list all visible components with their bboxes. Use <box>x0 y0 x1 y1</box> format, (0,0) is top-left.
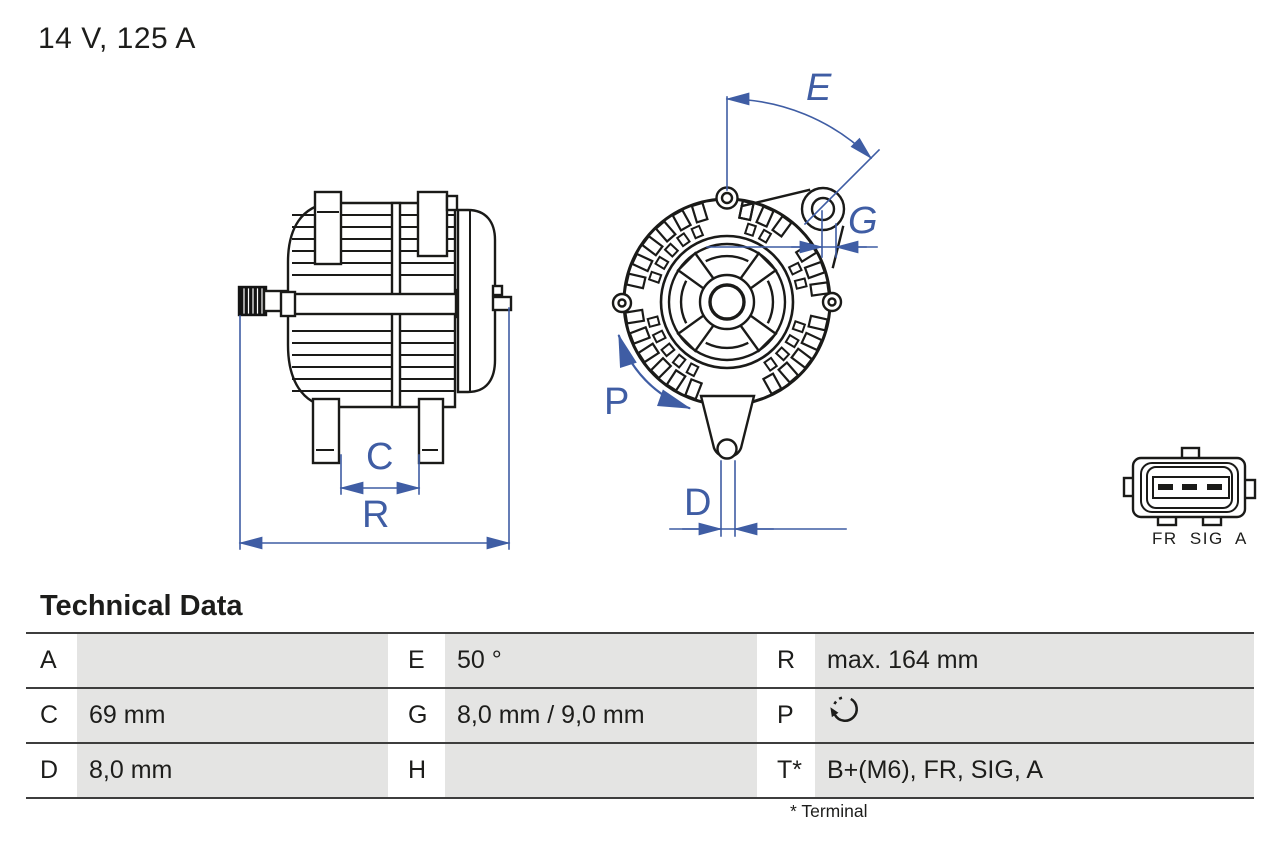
dim-label-d: D <box>684 482 711 524</box>
connector-pins <box>1158 484 1222 490</box>
table-row: A E 50 ° R max. 164 mm <box>26 632 1254 687</box>
cooling-fins <box>292 214 456 392</box>
table-row: C 69 mm G 8,0 mm / 9,0 mm P <box>26 687 1254 742</box>
rear-cover <box>456 208 513 394</box>
param-value-d: 8,0 mm <box>77 744 388 797</box>
dim-label-p: P <box>604 381 629 423</box>
shaft-thread <box>237 285 268 317</box>
dimension-e-lines <box>725 92 881 226</box>
alternator-front-view <box>611 186 846 460</box>
inner-ring-outer <box>659 234 795 370</box>
param-label-d: D <box>26 744 77 797</box>
param-value-g: 8,0 mm / 9,0 mm <box>445 689 757 742</box>
dim-label-e: E <box>806 67 832 109</box>
top-mounting-lugs <box>313 190 459 266</box>
through-bolt <box>279 288 474 319</box>
fan-arcs <box>679 254 775 350</box>
inner-ring-inner <box>667 242 787 362</box>
param-value-t: B+(M6), FR, SIG, A <box>815 744 1254 797</box>
connector-diagram <box>1122 446 1257 527</box>
param-label-r: R <box>757 634 815 687</box>
param-label-h: H <box>388 744 445 797</box>
rotation-clockwise-icon <box>830 696 858 722</box>
technical-drawing: C R <box>237 67 1257 550</box>
bottom-lug <box>699 394 756 460</box>
param-value-r: max. 164 mm <box>815 634 1254 687</box>
param-value-e: 50 ° <box>445 634 757 687</box>
bottom-mounting-lugs <box>311 397 445 465</box>
param-value-c: 69 mm <box>77 689 388 742</box>
param-label-a: A <box>26 634 77 687</box>
connector-pinout-label: FR SIG A <box>1152 529 1248 548</box>
dim-label-c: C <box>366 436 393 478</box>
alternator-side-view <box>237 190 513 465</box>
param-label-g: G <box>388 689 445 742</box>
dim-label-r: R <box>362 494 389 536</box>
param-label-p: P <box>757 689 815 742</box>
terminal-footnote: * Terminal <box>790 801 868 821</box>
param-value-p <box>815 689 1254 742</box>
dim-label-g: G <box>848 200 878 242</box>
param-label-t: T* <box>757 744 815 797</box>
table-row: D 8,0 mm H T* B+(M6), FR, SIG, A <box>26 742 1254 797</box>
dimension-r-lines <box>238 307 511 550</box>
param-value-h <box>445 744 757 797</box>
shaft-hole <box>708 283 746 321</box>
param-label-c: C <box>26 689 77 742</box>
technical-data-table: A E 50 ° R max. 164 mm C 69 mm G 8,0 mm … <box>26 632 1254 799</box>
dimension-g-lines <box>706 210 878 258</box>
page-title: 14 V, 125 A <box>38 22 196 55</box>
rotation-direction-arc <box>617 333 692 410</box>
mounting-ears <box>611 186 843 314</box>
dimension-d-lines <box>669 460 847 537</box>
param-label-e: E <box>388 634 445 687</box>
param-value-a <box>77 634 388 687</box>
upper-right-lug <box>740 186 846 269</box>
dimension-c-lines <box>339 454 421 495</box>
technical-data-heading: Technical Data <box>40 590 243 622</box>
